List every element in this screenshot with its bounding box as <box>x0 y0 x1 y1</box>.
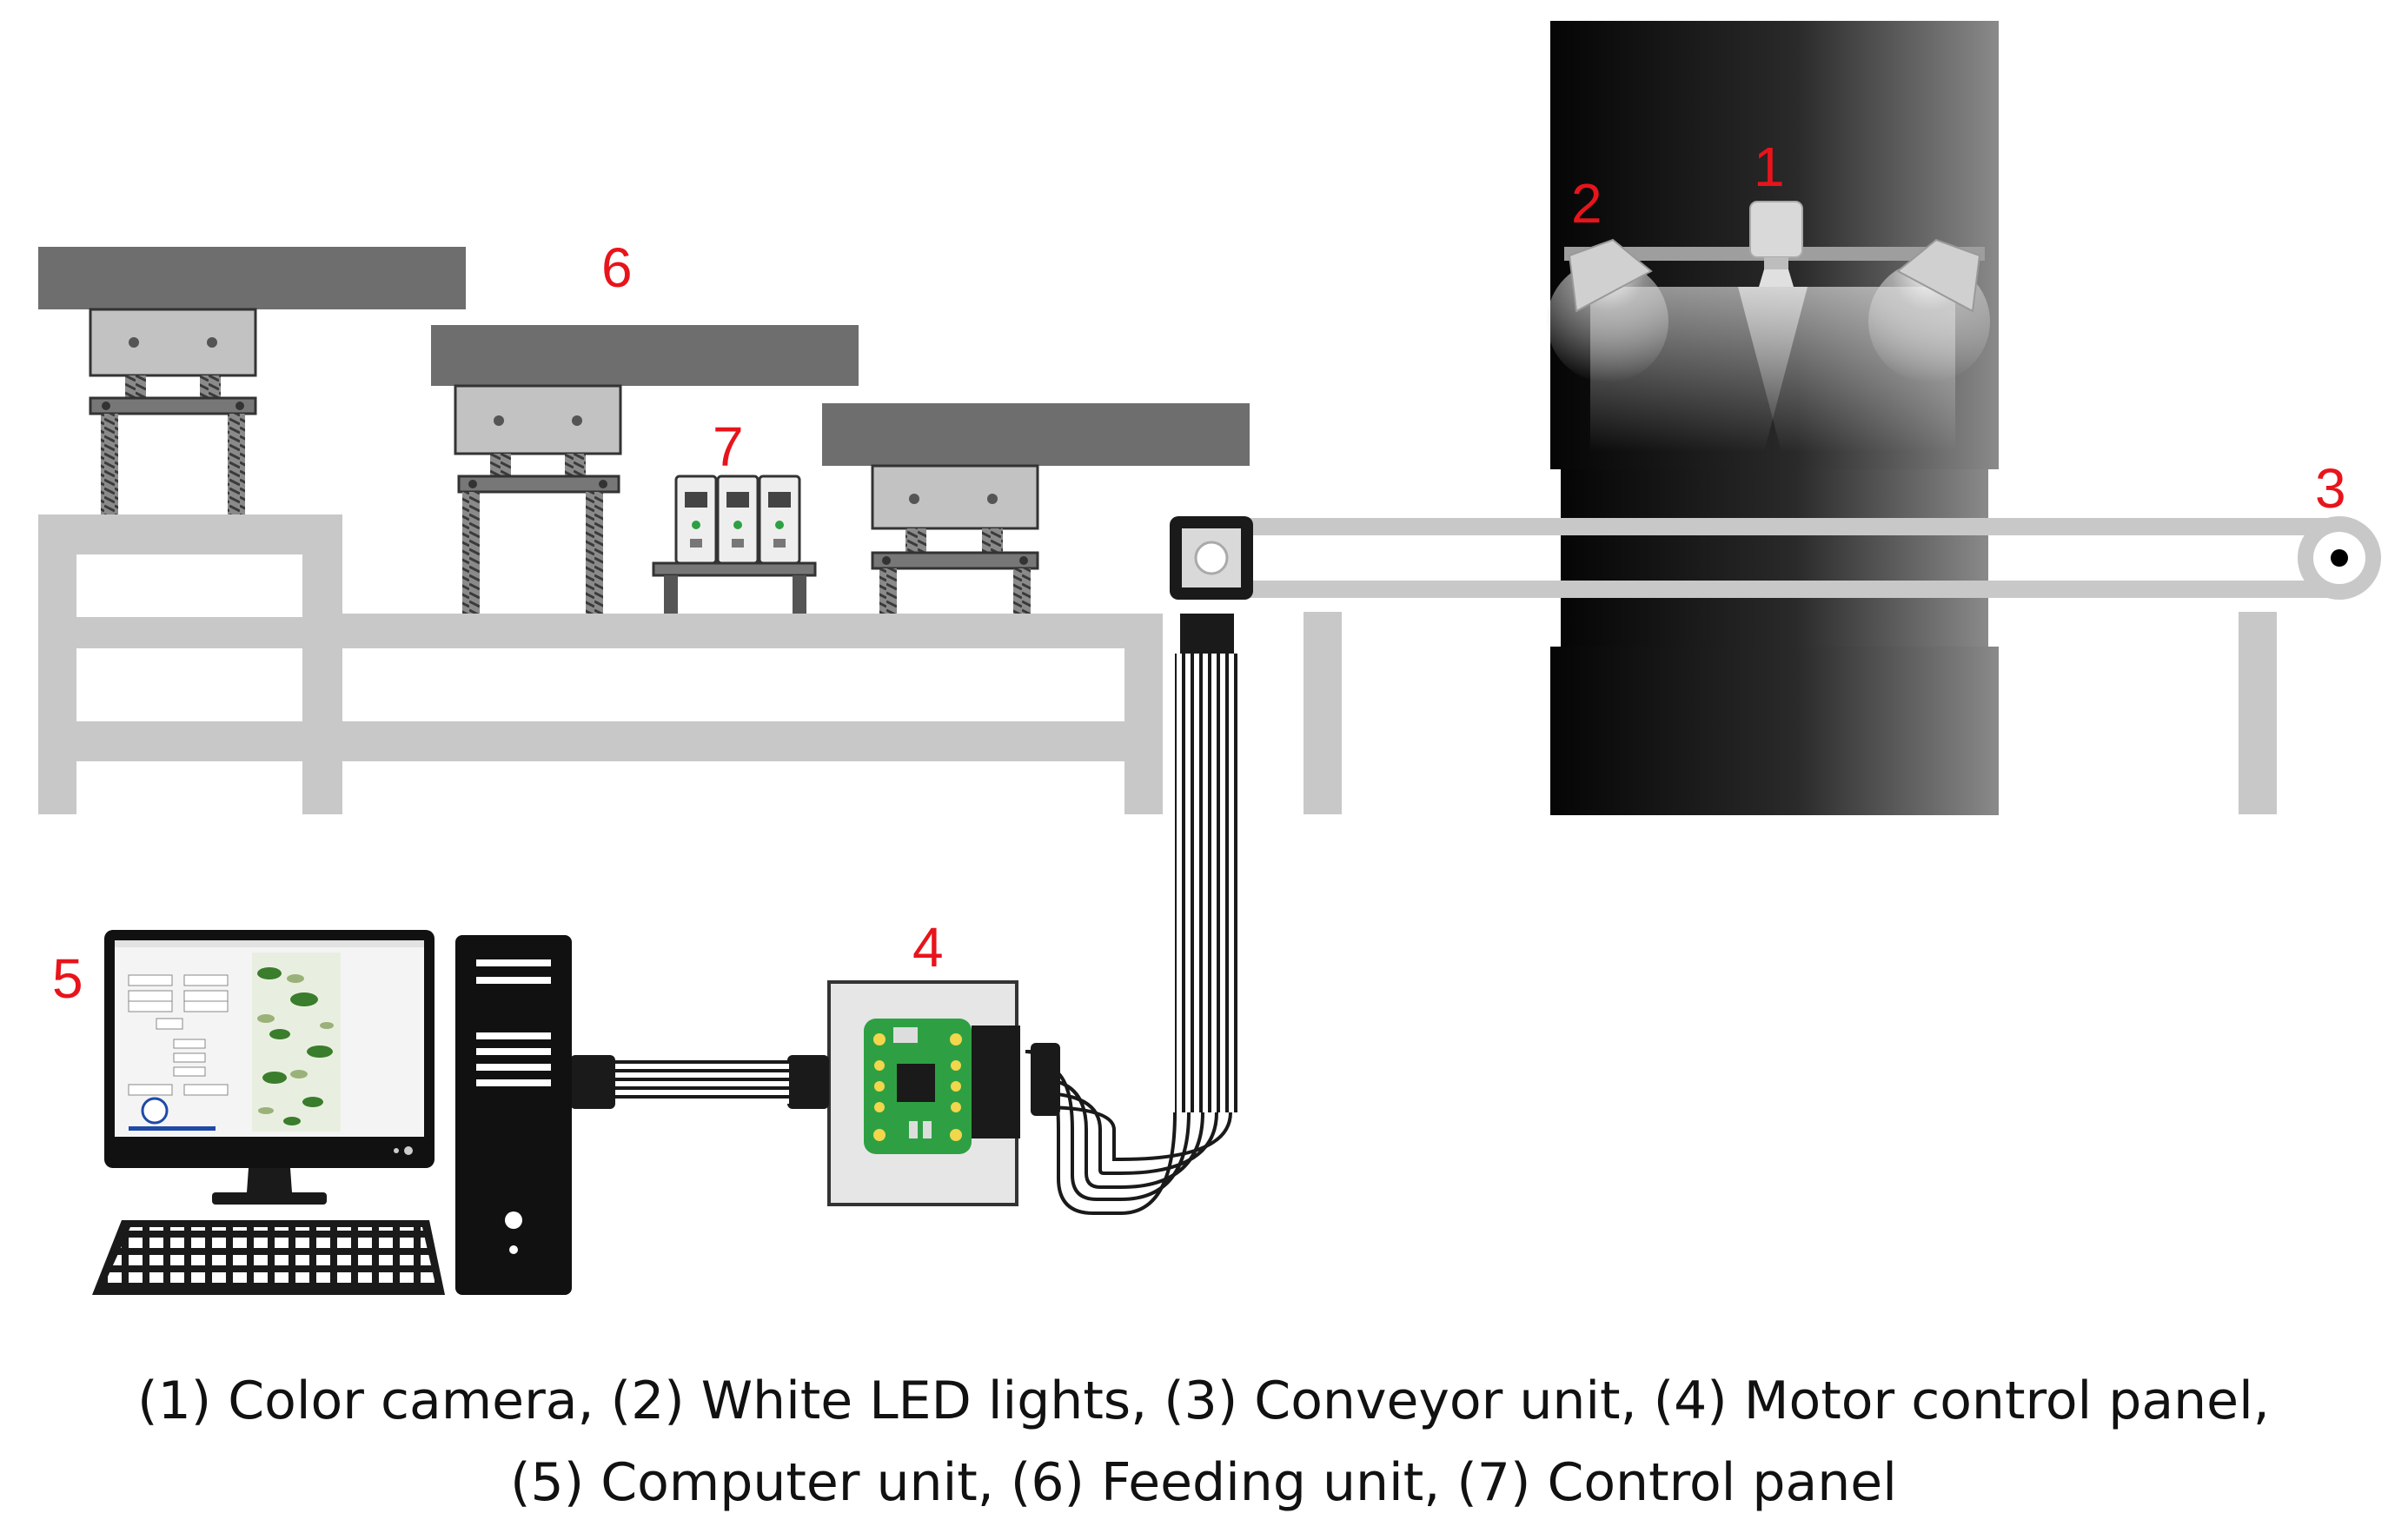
motor-cable <box>1025 614 1239 1215</box>
caption-line-2: (5) Computer unit, (6) Feeding unit, (7)… <box>510 1452 1897 1513</box>
label-5: 5 <box>52 947 83 1010</box>
feeder-hopper-3 <box>822 403 1250 614</box>
label-7: 7 <box>713 415 744 478</box>
computer-unit <box>92 930 572 1295</box>
color-camera <box>1749 201 1803 287</box>
label-3: 3 <box>2315 457 2346 520</box>
label-2: 2 <box>1571 172 1602 235</box>
label-1: 1 <box>1754 136 1785 198</box>
control-panel-units <box>652 475 817 614</box>
label-6: 6 <box>601 236 633 299</box>
feeding-frame <box>38 514 1163 814</box>
caption-line-1: (1) Color camera, (2) White LED lights, … <box>137 1371 2270 1431</box>
feeder-hopper-1 <box>38 247 466 514</box>
motor-control-panel <box>787 980 1020 1206</box>
conveyor-belt <box>1170 516 2381 600</box>
label-4: 4 <box>912 916 944 979</box>
feeder-hopper-2 <box>431 325 859 614</box>
computer-cable <box>570 1055 789 1109</box>
conveyor-unit <box>1304 612 2277 814</box>
white-led-lights <box>1568 238 1981 313</box>
